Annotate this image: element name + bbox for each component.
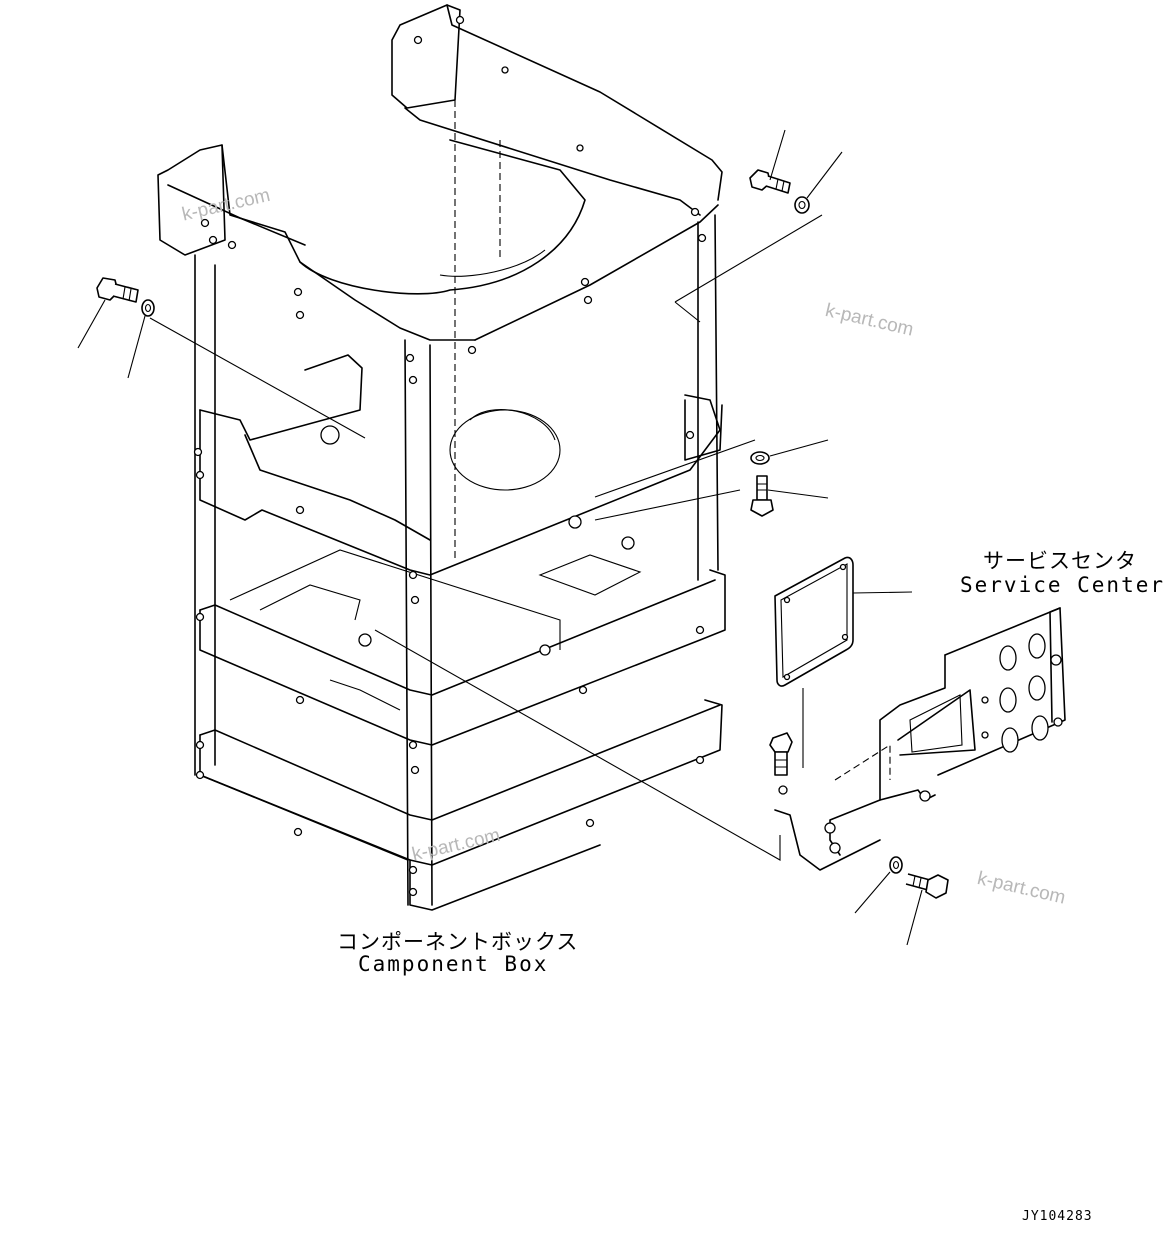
bolt-top-left [77, 277, 139, 349]
washer-bottom-right [854, 856, 903, 914]
nut-middle-right [750, 439, 829, 465]
bolt-vertical-lower [769, 732, 793, 776]
bolt-bottom-right [905, 873, 949, 946]
service-center-panel [774, 607, 1066, 871]
bolt-middle-right [750, 475, 829, 517]
bolt-top-right [749, 129, 791, 194]
service-center-label-jp: サービスセンタ [983, 549, 1137, 573]
drawing-code: JY104283 [1022, 1209, 1093, 1224]
component-box-label-en: Camponent Box [358, 952, 549, 976]
washer-top-left [127, 299, 155, 379]
component-box-frame [149, 4, 823, 911]
component-box-label-jp: コンポーネントボックス [337, 930, 579, 954]
cover-plate [774, 556, 913, 768]
washer-top-right [794, 151, 843, 214]
service-center-label-en: Service Center [960, 573, 1163, 597]
